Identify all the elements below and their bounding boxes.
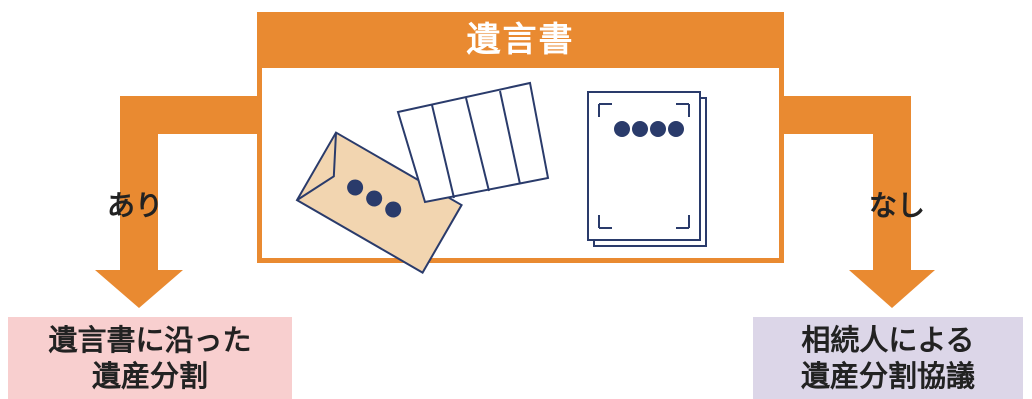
with-will-label: あり bbox=[106, 188, 163, 222]
envelope-icon bbox=[295, 131, 463, 274]
result-without-will-line-2: 遺産分割協議 bbox=[800, 359, 975, 393]
folded-letter-icon bbox=[396, 81, 550, 204]
result-with-will-line-2: 遺産分割 bbox=[91, 359, 208, 393]
result-with-will: 遺言書に沿った 遺産分割 bbox=[8, 317, 292, 399]
result-with-will-line-1: 遺言書に沿った bbox=[48, 322, 252, 357]
left-branch-arrow bbox=[95, 96, 268, 308]
result-without-will: 相続人による 遺産分割協議 bbox=[753, 317, 1023, 399]
formal-document-icon bbox=[587, 91, 707, 247]
without-will-label: なし bbox=[868, 188, 925, 222]
will-title: 遺言書 bbox=[466, 19, 575, 60]
right-branch-arrow bbox=[772, 96, 935, 308]
result-without-will-line-1: 相続人による bbox=[801, 322, 975, 357]
